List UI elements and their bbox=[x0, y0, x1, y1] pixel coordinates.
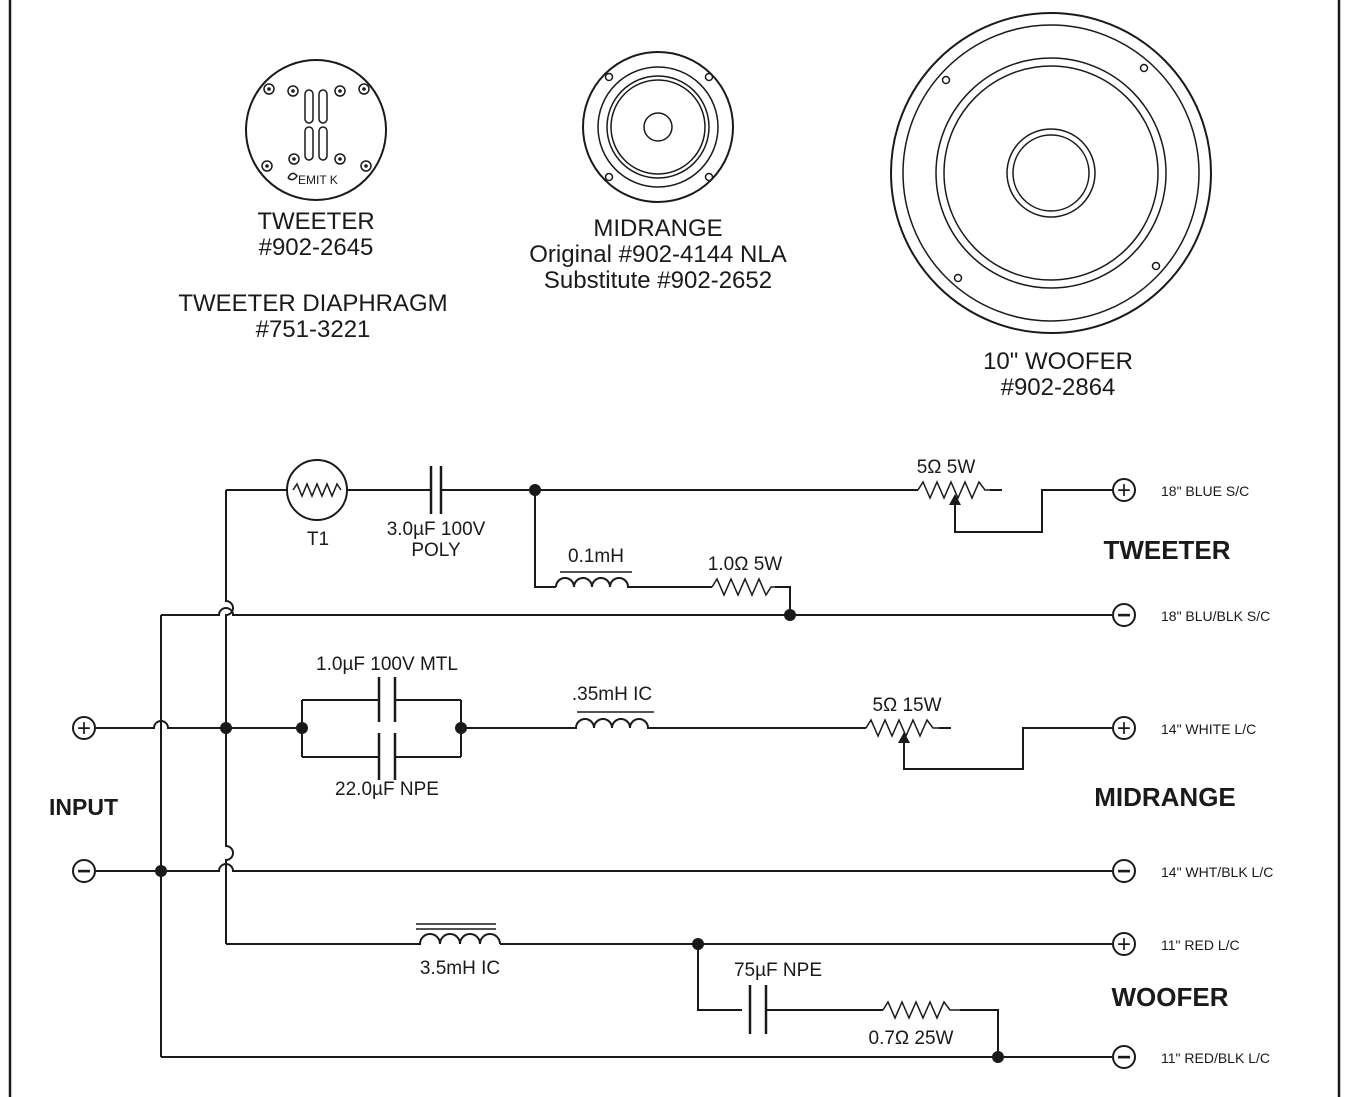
midrange-capacitor-1-icon bbox=[377, 677, 397, 722]
junction-dots bbox=[155, 484, 1004, 1063]
woofer-positive-wire: 11" RED L/C bbox=[1161, 937, 1240, 953]
woofer-name: 10" WOOFER bbox=[983, 348, 1133, 375]
tweeter-resistor-value: 1.0Ω 5W bbox=[708, 554, 782, 575]
tweeter-diaphragm-name: TWEETER DIAPHRAGM bbox=[178, 290, 447, 317]
midrange-inductor-value: .35mH IC bbox=[572, 684, 652, 705]
plus-icon: + bbox=[77, 715, 91, 742]
midrange-illustration bbox=[582, 51, 734, 203]
wiring bbox=[96, 489, 1112, 1058]
midrange-capacitor-2-icon bbox=[377, 733, 397, 780]
input-positive-terminal: + bbox=[72, 715, 96, 742]
woofer-illustration bbox=[890, 12, 1212, 334]
tweeter-potentiometer-value: 5Ω 5W bbox=[917, 457, 976, 478]
woofer-negative-terminal: − bbox=[1112, 1044, 1136, 1071]
midrange-potentiometer-value: 5Ω 15W bbox=[872, 695, 941, 716]
tweeter-positive-wire: 18" BLUE S/C bbox=[1161, 483, 1249, 499]
tweeter-diaphragm-part: #751-3221 bbox=[256, 316, 371, 343]
woofer-capacitor-value: 75µF NPE bbox=[734, 960, 822, 981]
tweeter-potentiometer-icon bbox=[917, 480, 990, 518]
midrange-inductor-icon bbox=[572, 711, 658, 729]
tweeter-negative-wire: 18" BLU/BLK S/C bbox=[1161, 608, 1270, 624]
minus-icon: − bbox=[77, 858, 91, 885]
woofer-part-number: #902-2864 bbox=[1001, 374, 1116, 401]
woofer-resistor-icon bbox=[882, 1000, 960, 1020]
tweeter-illustration: EMIT K bbox=[245, 59, 387, 201]
tweeter-negative-terminal: − bbox=[1112, 602, 1136, 629]
midrange-capacitor-1-value: 1.0µF 100V MTL bbox=[316, 654, 458, 675]
tweeter-capacitor-type: POLY bbox=[411, 540, 461, 561]
tweeter-positive-terminal: + bbox=[1112, 477, 1136, 504]
woofer-capacitor-icon bbox=[748, 985, 768, 1034]
midrange-potentiometer-icon bbox=[865, 718, 939, 756]
midrange-capacitor-2-value: 22.0µF NPE bbox=[335, 779, 439, 800]
woofer-inductor-value: 3.5mH IC bbox=[420, 958, 500, 979]
tweeter-inductor-icon bbox=[555, 571, 634, 588]
tweeter-part-number: #902-2645 bbox=[259, 234, 374, 261]
minus-icon: − bbox=[1117, 602, 1131, 629]
midrange-negative-wire: 14" WHT/BLK L/C bbox=[1161, 864, 1273, 880]
tweeter-inductor-value: 0.1mH bbox=[568, 546, 624, 567]
plus-icon: + bbox=[1117, 477, 1131, 504]
woofer-inductor-icon bbox=[416, 923, 501, 945]
tweeter-capacitor-icon bbox=[429, 466, 443, 514]
plus-icon: + bbox=[1117, 931, 1131, 958]
midrange-section-label: MIDRANGE bbox=[1094, 782, 1236, 812]
midrange-original-part: Original #902-4144 NLA bbox=[529, 241, 787, 268]
minus-icon: − bbox=[1117, 1044, 1131, 1071]
tweeter-name: TWEETER bbox=[257, 208, 374, 235]
midrange-substitute-part: Substitute #902-2652 bbox=[544, 267, 772, 294]
midrange-negative-terminal: − bbox=[1112, 858, 1136, 885]
tweeter-resistor-icon bbox=[711, 577, 775, 597]
tweeter-capacitor-value: 3.0µF 100V bbox=[387, 519, 486, 540]
midrange-name: MIDRANGE bbox=[593, 215, 722, 242]
input-negative-terminal: − bbox=[72, 858, 96, 885]
woofer-resistor-value: 0.7Ω 25W bbox=[869, 1028, 954, 1049]
input-label: INPUT bbox=[49, 794, 118, 820]
plus-icon: + bbox=[1117, 715, 1131, 742]
minus-icon: − bbox=[1117, 858, 1131, 885]
woofer-section-label: WOOFER bbox=[1112, 982, 1229, 1012]
t1-label: T1 bbox=[307, 529, 329, 550]
thermistor-t1-icon bbox=[286, 459, 348, 521]
midrange-positive-wire: 14" WHITE L/C bbox=[1161, 721, 1256, 737]
woofer-positive-terminal: + bbox=[1112, 931, 1136, 958]
tweeter-logo-text: EMIT K bbox=[298, 173, 338, 187]
woofer-negative-wire: 11" RED/BLK L/C bbox=[1161, 1050, 1270, 1066]
midrange-positive-terminal: + bbox=[1112, 715, 1136, 742]
tweeter-section-label: TWEETER bbox=[1103, 535, 1230, 565]
